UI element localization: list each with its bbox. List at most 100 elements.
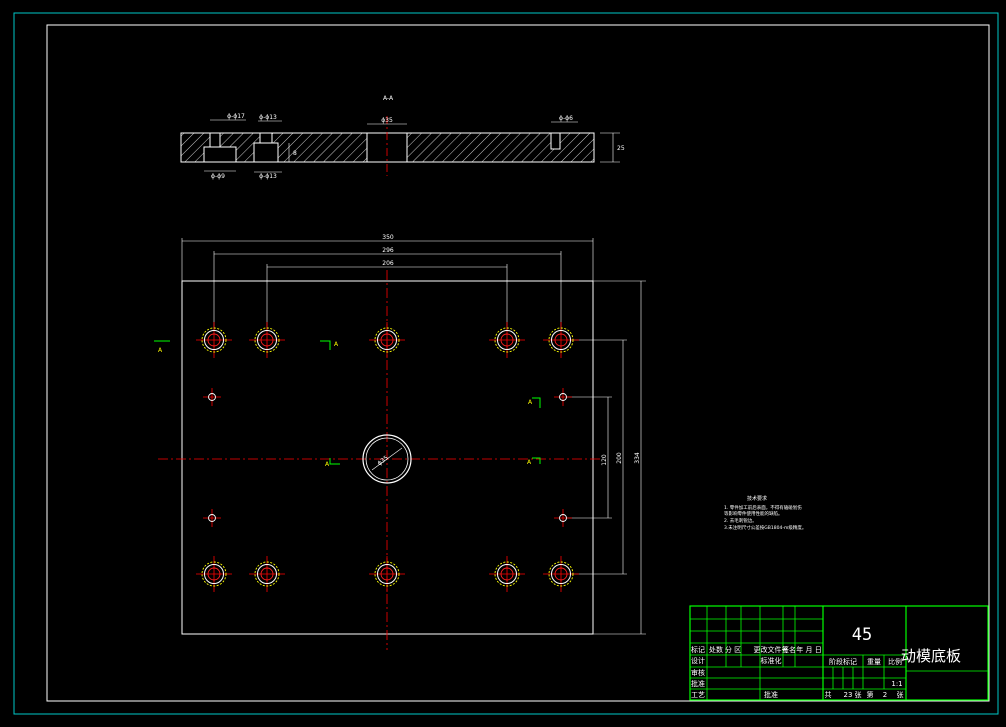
svg-text:工艺: 工艺 [691,691,705,699]
pin-hole [203,388,221,406]
center-hole-inner [365,437,409,481]
dim-holes-outer: 296 [382,247,394,254]
svg-text:比例: 比例 [888,657,902,666]
pin-hole-circle [559,393,567,401]
counterbored-hole [249,556,285,592]
svg-text:分 区: 分 区 [725,645,741,654]
counterbore-circle [494,327,520,353]
hole-inner-circle [380,567,394,581]
pin-hole [203,509,221,527]
svg-text:张: 张 [897,690,904,699]
svg-text:处数: 处数 [709,645,723,654]
part-name: 动模底板 [901,647,961,665]
dim-counterbore-left: ϕ-ϕ17 [227,113,245,120]
counterbore-mid-top [259,132,273,144]
counterbore-circle [201,327,227,353]
counterbored-hole [196,322,232,358]
hole-inner-circle [500,567,514,581]
counterbore-circle [254,561,280,587]
pin-hole-circle [208,393,216,401]
outer-border [13,12,999,715]
svg-text:1:1: 1:1 [891,680,902,688]
dim-center-hole: ϕ35 [381,117,393,124]
dim-counterbore-mid-bottom: ϕ-ϕ13 [259,173,277,180]
section-view: A-A ϕ-ϕ17 ϕ-ϕ13 ϕ35 ϕ-ϕ6 ϕ-ϕ9 ϕ-ϕ13 8 25 [180,95,625,180]
dim-height-overall: 334 [634,452,641,464]
center-hole [362,434,412,484]
pin-hole-circle [208,514,216,522]
dim-overall-width: 350 [382,234,394,241]
section-mark-3: A [528,399,533,406]
dim-counterbore-mid: ϕ-ϕ13 [259,114,277,121]
section-markers [154,340,541,465]
hole-inner-circle [207,567,221,581]
notes-title: 技术要求 [747,495,767,502]
hole-circle [257,564,277,584]
section-mark-5: A [527,459,532,466]
dim-thickness-small: 8 [293,150,297,157]
svg-text:重量: 重量 [867,658,881,666]
section-mark-4: A [325,461,330,468]
dim-counterbore-left-bottom: ϕ-ϕ9 [211,173,225,180]
holes-group [196,322,579,592]
svg-text:标记: 标记 [691,645,705,654]
counterbore-mid [253,142,279,163]
counterbore-circle [254,327,280,353]
dim-holes-inner: 206 [382,260,394,267]
dim-height-inner: 120 [601,454,608,466]
svg-text:批准: 批准 [764,690,778,699]
title-block [689,605,989,701]
section-right-hole [550,132,561,150]
svg-text:2: 2 [883,691,887,699]
plate-outline [181,280,594,635]
counterbore-left-top [209,132,221,148]
svg-text:张: 张 [855,690,862,699]
hole-inner-circle [554,567,568,581]
hole-circle [377,330,397,350]
counterbored-hole [369,322,405,358]
pin-hole-circle [559,514,567,522]
hole-inner-circle [554,333,568,347]
svg-text:签名: 签名 [782,645,796,654]
svg-text:共: 共 [825,690,832,699]
hole-circle [551,330,571,350]
hole-inner-circle [260,333,274,347]
svg-text:年 月 日: 年 月 日 [796,645,821,654]
counterbored-hole [543,322,579,358]
notes-line-1: 1. 零件加工前后表面，不得有磕碰划伤 [724,504,802,511]
counterbore-circle [201,561,227,587]
dim-height-mid: 200 [616,452,623,464]
svg-text:第: 第 [867,690,874,699]
pin-hole [554,388,572,406]
title-block-text: 45 动模底板 标记 处数 分 区 更改文件号 签名 年 月 日 设计 审核 批… [691,625,961,699]
section-title: A-A [383,95,394,102]
hole-circle [551,564,571,584]
svg-text:设计: 设计 [691,656,705,665]
svg-text:阶段标记: 阶段标记 [829,657,857,666]
dim-thickness: 25 [617,145,625,152]
counterbore-circle [494,561,520,587]
inner-frame [46,24,990,702]
svg-text:更改文件号: 更改文件号 [754,645,789,654]
counterbore-circle [374,327,400,353]
section-mark-2: A [334,341,339,348]
hole-circle [377,564,397,584]
plan-view: 350 296 206 120 200 334 ϕ35 A A [154,234,646,650]
dim-center-hole-plan: ϕ35 [376,454,390,467]
material: 45 [852,625,872,645]
counterbored-hole [489,556,525,592]
svg-text:23: 23 [844,691,853,699]
section-mark-1: A [158,347,163,354]
hole-inner-circle [260,567,274,581]
hole-circle [204,564,224,584]
counterbore-left [203,146,237,163]
notes-line-4: 3.未注明尺寸公差按GB1804-m级精度。 [724,524,806,531]
counterbored-hole [489,322,525,358]
counterbore-circle [374,561,400,587]
pin-hole [554,509,572,527]
hole-inner-circle [380,333,394,347]
hole-inner-circle [207,333,221,347]
dim-right-hole: ϕ-ϕ6 [559,115,573,122]
hole-circle [204,330,224,350]
